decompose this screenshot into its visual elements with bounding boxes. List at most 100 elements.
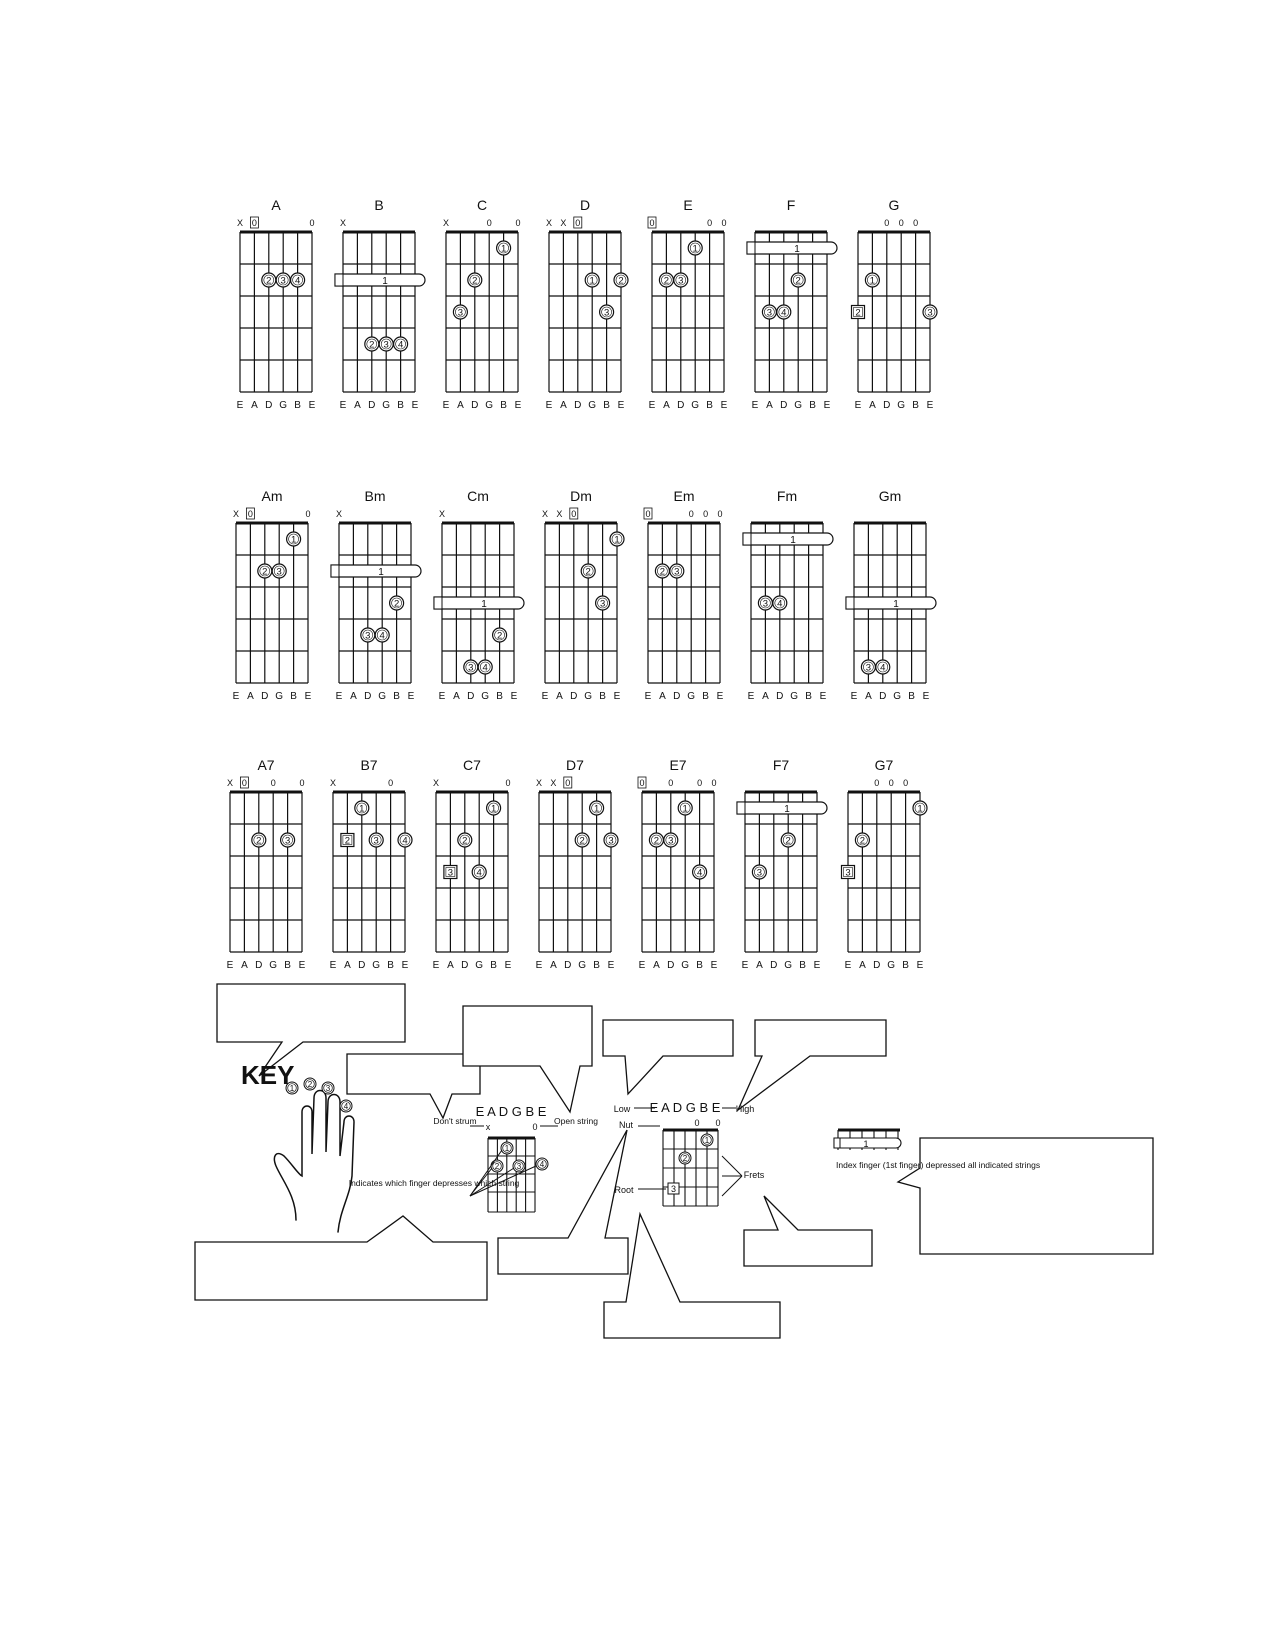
finger-dot-inner xyxy=(263,274,275,286)
finger-number-label: 3 xyxy=(927,308,932,319)
finger-number-label: 2 xyxy=(855,308,860,319)
string-name-label: A xyxy=(762,691,769,702)
string-name-label: E xyxy=(443,400,450,411)
svg-text:4: 4 xyxy=(344,1102,349,1111)
string-name-label: B xyxy=(902,960,909,971)
chord-name: C7 xyxy=(463,757,481,773)
finger-dot-inner xyxy=(366,338,378,350)
open-string-box xyxy=(637,776,647,789)
open-string-mark: 0 xyxy=(903,778,908,788)
string-name-label: B xyxy=(496,691,503,702)
string-name-label: E xyxy=(614,691,621,702)
string-name-label: E xyxy=(711,960,718,971)
string-name-label: E xyxy=(340,400,347,411)
root-finger-box xyxy=(840,864,856,880)
callout-box-frets xyxy=(743,1195,873,1267)
chord-name: Em xyxy=(674,488,695,504)
string-name-label: B xyxy=(809,400,816,411)
open-string-mark: 0 xyxy=(515,218,520,228)
finger-number-label: 4 xyxy=(781,308,786,319)
open-string-mark: 0 xyxy=(248,509,253,519)
finger-number-label: 2 xyxy=(369,340,374,351)
barre-bar xyxy=(845,596,937,610)
muted-string-mark: X xyxy=(542,509,548,519)
open-string-mark: 0 xyxy=(689,509,694,519)
root-finger-box xyxy=(443,864,458,880)
string-name-label: E xyxy=(536,960,543,971)
string-name-label: G xyxy=(475,960,483,971)
string-name-label: E xyxy=(855,400,862,411)
string-name-label: E xyxy=(330,960,337,971)
string-name-label: D xyxy=(364,691,371,702)
finger-dot-inner xyxy=(277,274,289,286)
chord-name: F7 xyxy=(773,757,790,773)
finger-number-label: 1 xyxy=(614,535,619,546)
string-name-label: A xyxy=(560,400,567,411)
finger-dot-inner xyxy=(488,802,499,814)
chord-name: D xyxy=(580,197,590,213)
finger-number-label: 3 xyxy=(678,276,683,287)
chord-name: Dm xyxy=(570,488,592,504)
open-string-box xyxy=(245,507,255,520)
chord-name: D7 xyxy=(566,757,584,773)
open-string-box xyxy=(239,776,249,789)
string-name-label: G xyxy=(784,960,792,971)
open-string-mark: 0 xyxy=(697,778,702,788)
finger-number-label: 4 xyxy=(483,663,488,674)
string-name-label: E xyxy=(851,691,858,702)
finger-dot-inner xyxy=(863,661,874,673)
open-string-mark: 0 xyxy=(889,778,894,788)
hand-icon xyxy=(273,1089,355,1233)
string-name-label: E xyxy=(237,400,244,411)
finger-dot-inner xyxy=(778,306,790,318)
string-name-label: E xyxy=(748,691,755,702)
string-name-label: G xyxy=(681,960,689,971)
string-name-label: D xyxy=(873,960,880,971)
open-string-mark: 0 xyxy=(571,509,576,519)
chord-name: E xyxy=(683,197,692,213)
finger-number-label: 2 xyxy=(262,567,267,578)
example-chord-left: E A D G B E x 0 1 2 3 4 xyxy=(349,1104,598,1213)
open-string-mark: 0 xyxy=(305,509,310,519)
finger-dot-inner xyxy=(292,274,303,286)
string-name-label: E xyxy=(408,691,415,702)
open-string-mark: 0 xyxy=(668,778,673,788)
string-name-label: D xyxy=(461,960,468,971)
muted-string-mark: X xyxy=(536,778,542,788)
string-name-label: G xyxy=(588,400,596,411)
open-string-mark: 0 xyxy=(242,778,247,788)
string-name-label: B xyxy=(603,400,610,411)
finger-dot-inner xyxy=(356,802,368,814)
muted-string-mark: X xyxy=(340,218,346,228)
string-name-label: A xyxy=(453,691,460,702)
chord-name: F xyxy=(787,197,796,213)
string-name-label: E xyxy=(721,400,728,411)
frets-label: Frets xyxy=(744,1170,765,1180)
chord-name: Gm xyxy=(879,488,902,504)
finger-number-label: 4 xyxy=(777,599,782,610)
finger-number-label: 1 xyxy=(590,276,595,287)
finger-dot-inner xyxy=(376,629,388,641)
open-string-box xyxy=(563,776,573,789)
callout-box-indicates xyxy=(194,1215,488,1301)
finger-dot-inner xyxy=(455,306,466,318)
string-name-label: E xyxy=(618,400,625,411)
muted-string-mark: X xyxy=(443,218,449,228)
string-name-label: E xyxy=(649,400,656,411)
finger-dot-inner xyxy=(782,834,794,846)
svg-text:4: 4 xyxy=(540,1160,545,1169)
finger-number-label: 4 xyxy=(697,868,702,879)
open-string-mark: 0 xyxy=(711,778,716,788)
barre-label: 1 xyxy=(784,804,790,815)
string-name-label: A xyxy=(653,960,660,971)
string-name-label: B xyxy=(284,960,291,971)
open-string-mark: 0 xyxy=(899,218,904,228)
finger-dot-inner xyxy=(380,338,392,350)
